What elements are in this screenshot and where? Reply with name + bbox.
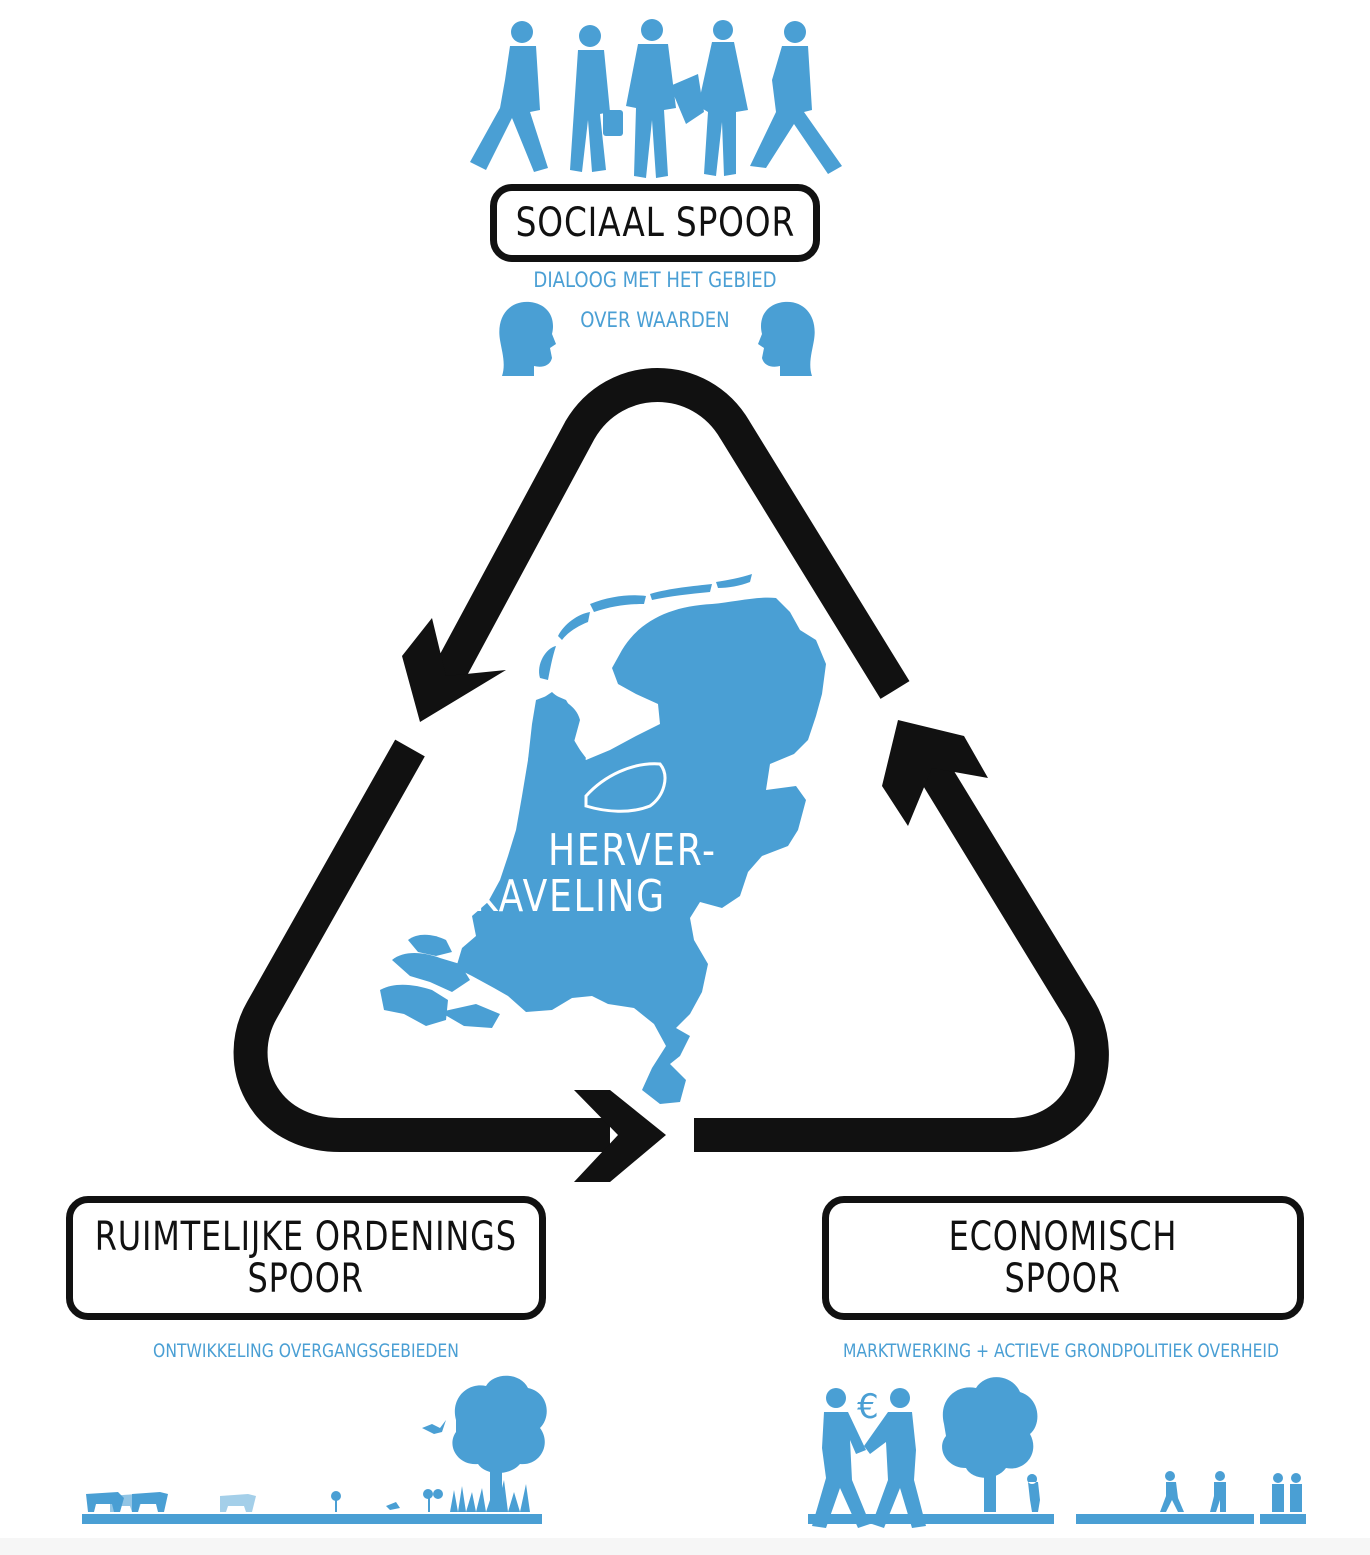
- person-left-icon: [812, 1388, 870, 1528]
- euro-icon: €: [857, 1387, 879, 1427]
- small-bird-icon: [386, 1502, 400, 1510]
- spatial-track-box: RUIMTELIJKE ORDENINGS SPOOR: [66, 1196, 546, 1320]
- economic-track-title-line2: SPOOR: [1004, 1256, 1122, 1302]
- walking-people-icon: [470, 19, 842, 178]
- grass-icon: [450, 1480, 530, 1512]
- spatial-track-title-line1: RUIMTELIJKE ORDENINGS: [94, 1214, 518, 1260]
- arrow-heads: [402, 618, 988, 1182]
- arrow-bottom-right: [694, 739, 1109, 1152]
- walking-person-icon: [698, 20, 748, 176]
- talking-heads-icon: [499, 301, 815, 376]
- arrowhead-bottom-icon: [574, 1090, 666, 1182]
- bird-icon: [422, 1420, 446, 1434]
- head-right-icon: [758, 301, 815, 376]
- ground-strip: [808, 1514, 1054, 1524]
- arrow-top-left: [425, 368, 910, 699]
- flower-icon: [331, 1489, 443, 1512]
- center-label-line1: HERVER-: [548, 825, 717, 876]
- spatial-track-title-line2: SPOOR: [247, 1256, 365, 1302]
- cycle-arrows: [233, 368, 1109, 1152]
- flevoland-outline: [584, 762, 667, 813]
- arrowhead-right-icon: [882, 720, 988, 826]
- walking-person-icon: [626, 19, 704, 178]
- social-track-subtitle-line2: OVER WAARDEN: [580, 308, 730, 332]
- tree-icon: [452, 1375, 547, 1512]
- tree-icon: [942, 1377, 1038, 1512]
- arrow-bottom-left: [233, 739, 610, 1152]
- handshake-euro-icon: €: [808, 1377, 1306, 1528]
- head-left-icon: [499, 301, 556, 376]
- walking-person-icon: [750, 21, 842, 174]
- netherlands-map-icon: [380, 574, 826, 1104]
- bottom-band: [0, 1538, 1370, 1555]
- cow-icon: [86, 1492, 256, 1512]
- social-track-box: SOCIAAL SPOOR: [490, 184, 820, 262]
- walking-person-icon: [570, 25, 623, 172]
- person-right-icon: [864, 1388, 926, 1528]
- rural-landscape-icon: [82, 1375, 547, 1524]
- center-label-line2: KAVELING: [474, 871, 666, 922]
- ground-strip: [1076, 1514, 1254, 1524]
- economic-track-title-line1: ECONOMISCH: [948, 1214, 1178, 1260]
- ground-strip: [82, 1514, 542, 1524]
- walking-person-icon: [470, 21, 548, 172]
- arrowhead-left-icon: [402, 618, 506, 722]
- small-person-icon: [1027, 1474, 1040, 1512]
- small-people-icon: [1160, 1471, 1302, 1512]
- ground-strip: [1260, 1514, 1306, 1524]
- social-track-subtitle-line1: DIALOOG MET HET GEBIED: [533, 268, 777, 292]
- economic-track-box: ECONOMISCH SPOOR: [822, 1196, 1304, 1320]
- economic-track-subtitle: MARKTWERKING + ACTIEVE GRONDPOLITIEK OVE…: [842, 1340, 1280, 1362]
- social-track-title: SOCIAAL SPOOR: [515, 200, 795, 246]
- spatial-track-subtitle: ONTWIKKELING OVERGANGSGEBIEDEN: [153, 1340, 459, 1362]
